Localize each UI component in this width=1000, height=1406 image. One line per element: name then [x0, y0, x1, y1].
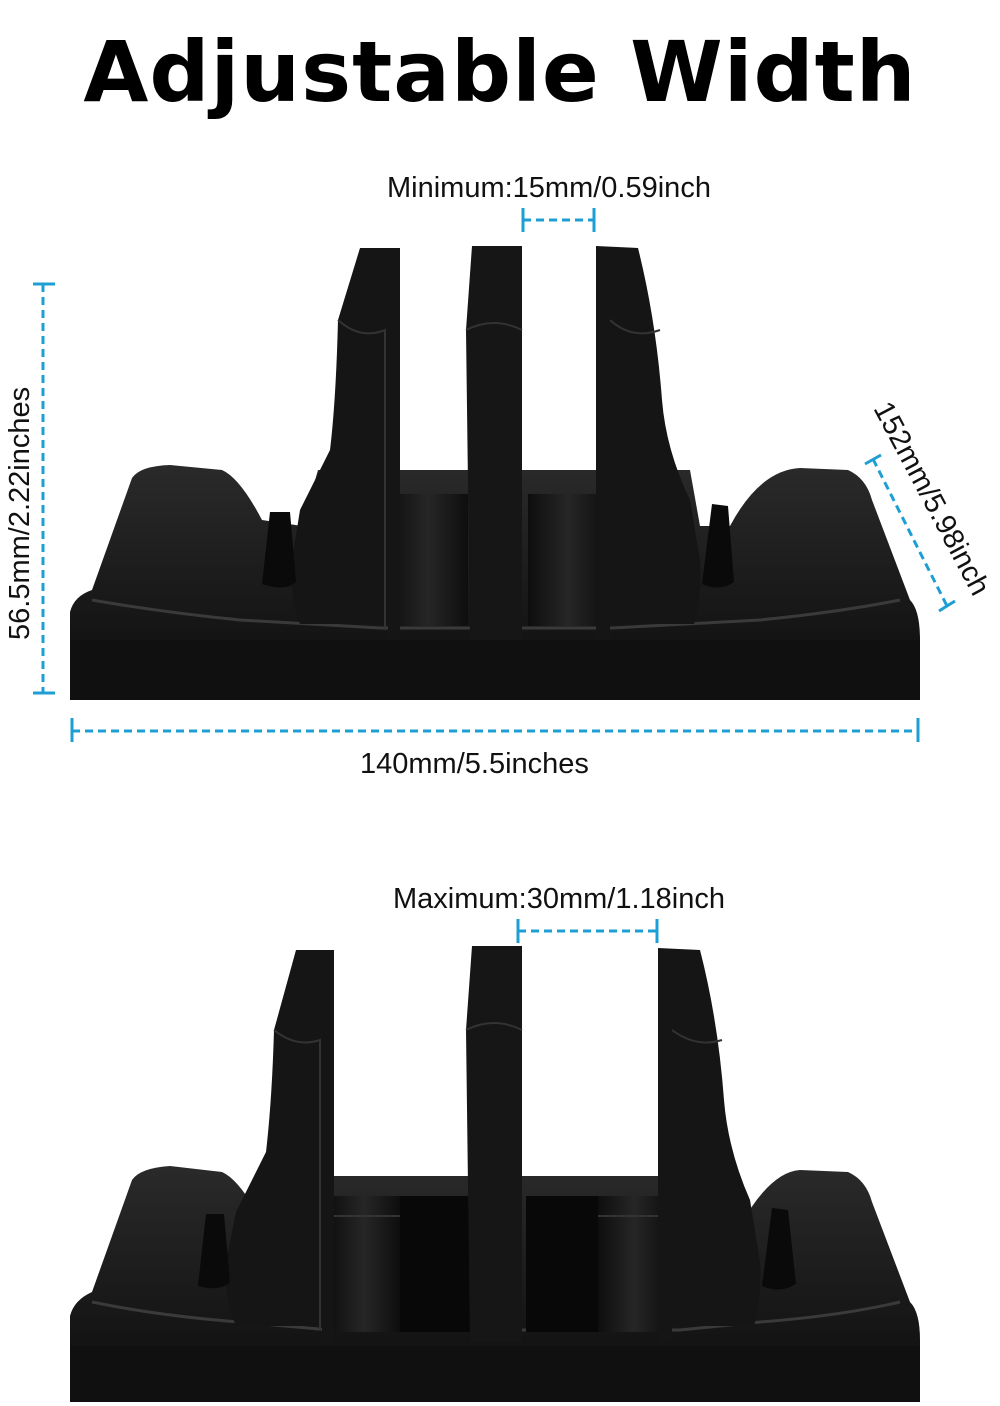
depth-dimension-line: [864, 453, 956, 613]
width-label: 140mm/5.5inches: [360, 748, 589, 780]
max-gap-label: Maximum:30mm/1.18inch: [393, 883, 725, 915]
min-gap-dimension-line: [521, 208, 596, 232]
stand-bottom-maximum: [70, 946, 920, 1402]
height-dimension-line: [33, 282, 55, 695]
page-title: Adjustable Width: [83, 23, 917, 121]
min-gap-label: Minimum:15mm/0.59inch: [387, 172, 711, 204]
max-gap-dimension-line: [516, 919, 659, 943]
stand-top-minimum: [70, 246, 920, 700]
width-dimension-line: [70, 718, 920, 742]
